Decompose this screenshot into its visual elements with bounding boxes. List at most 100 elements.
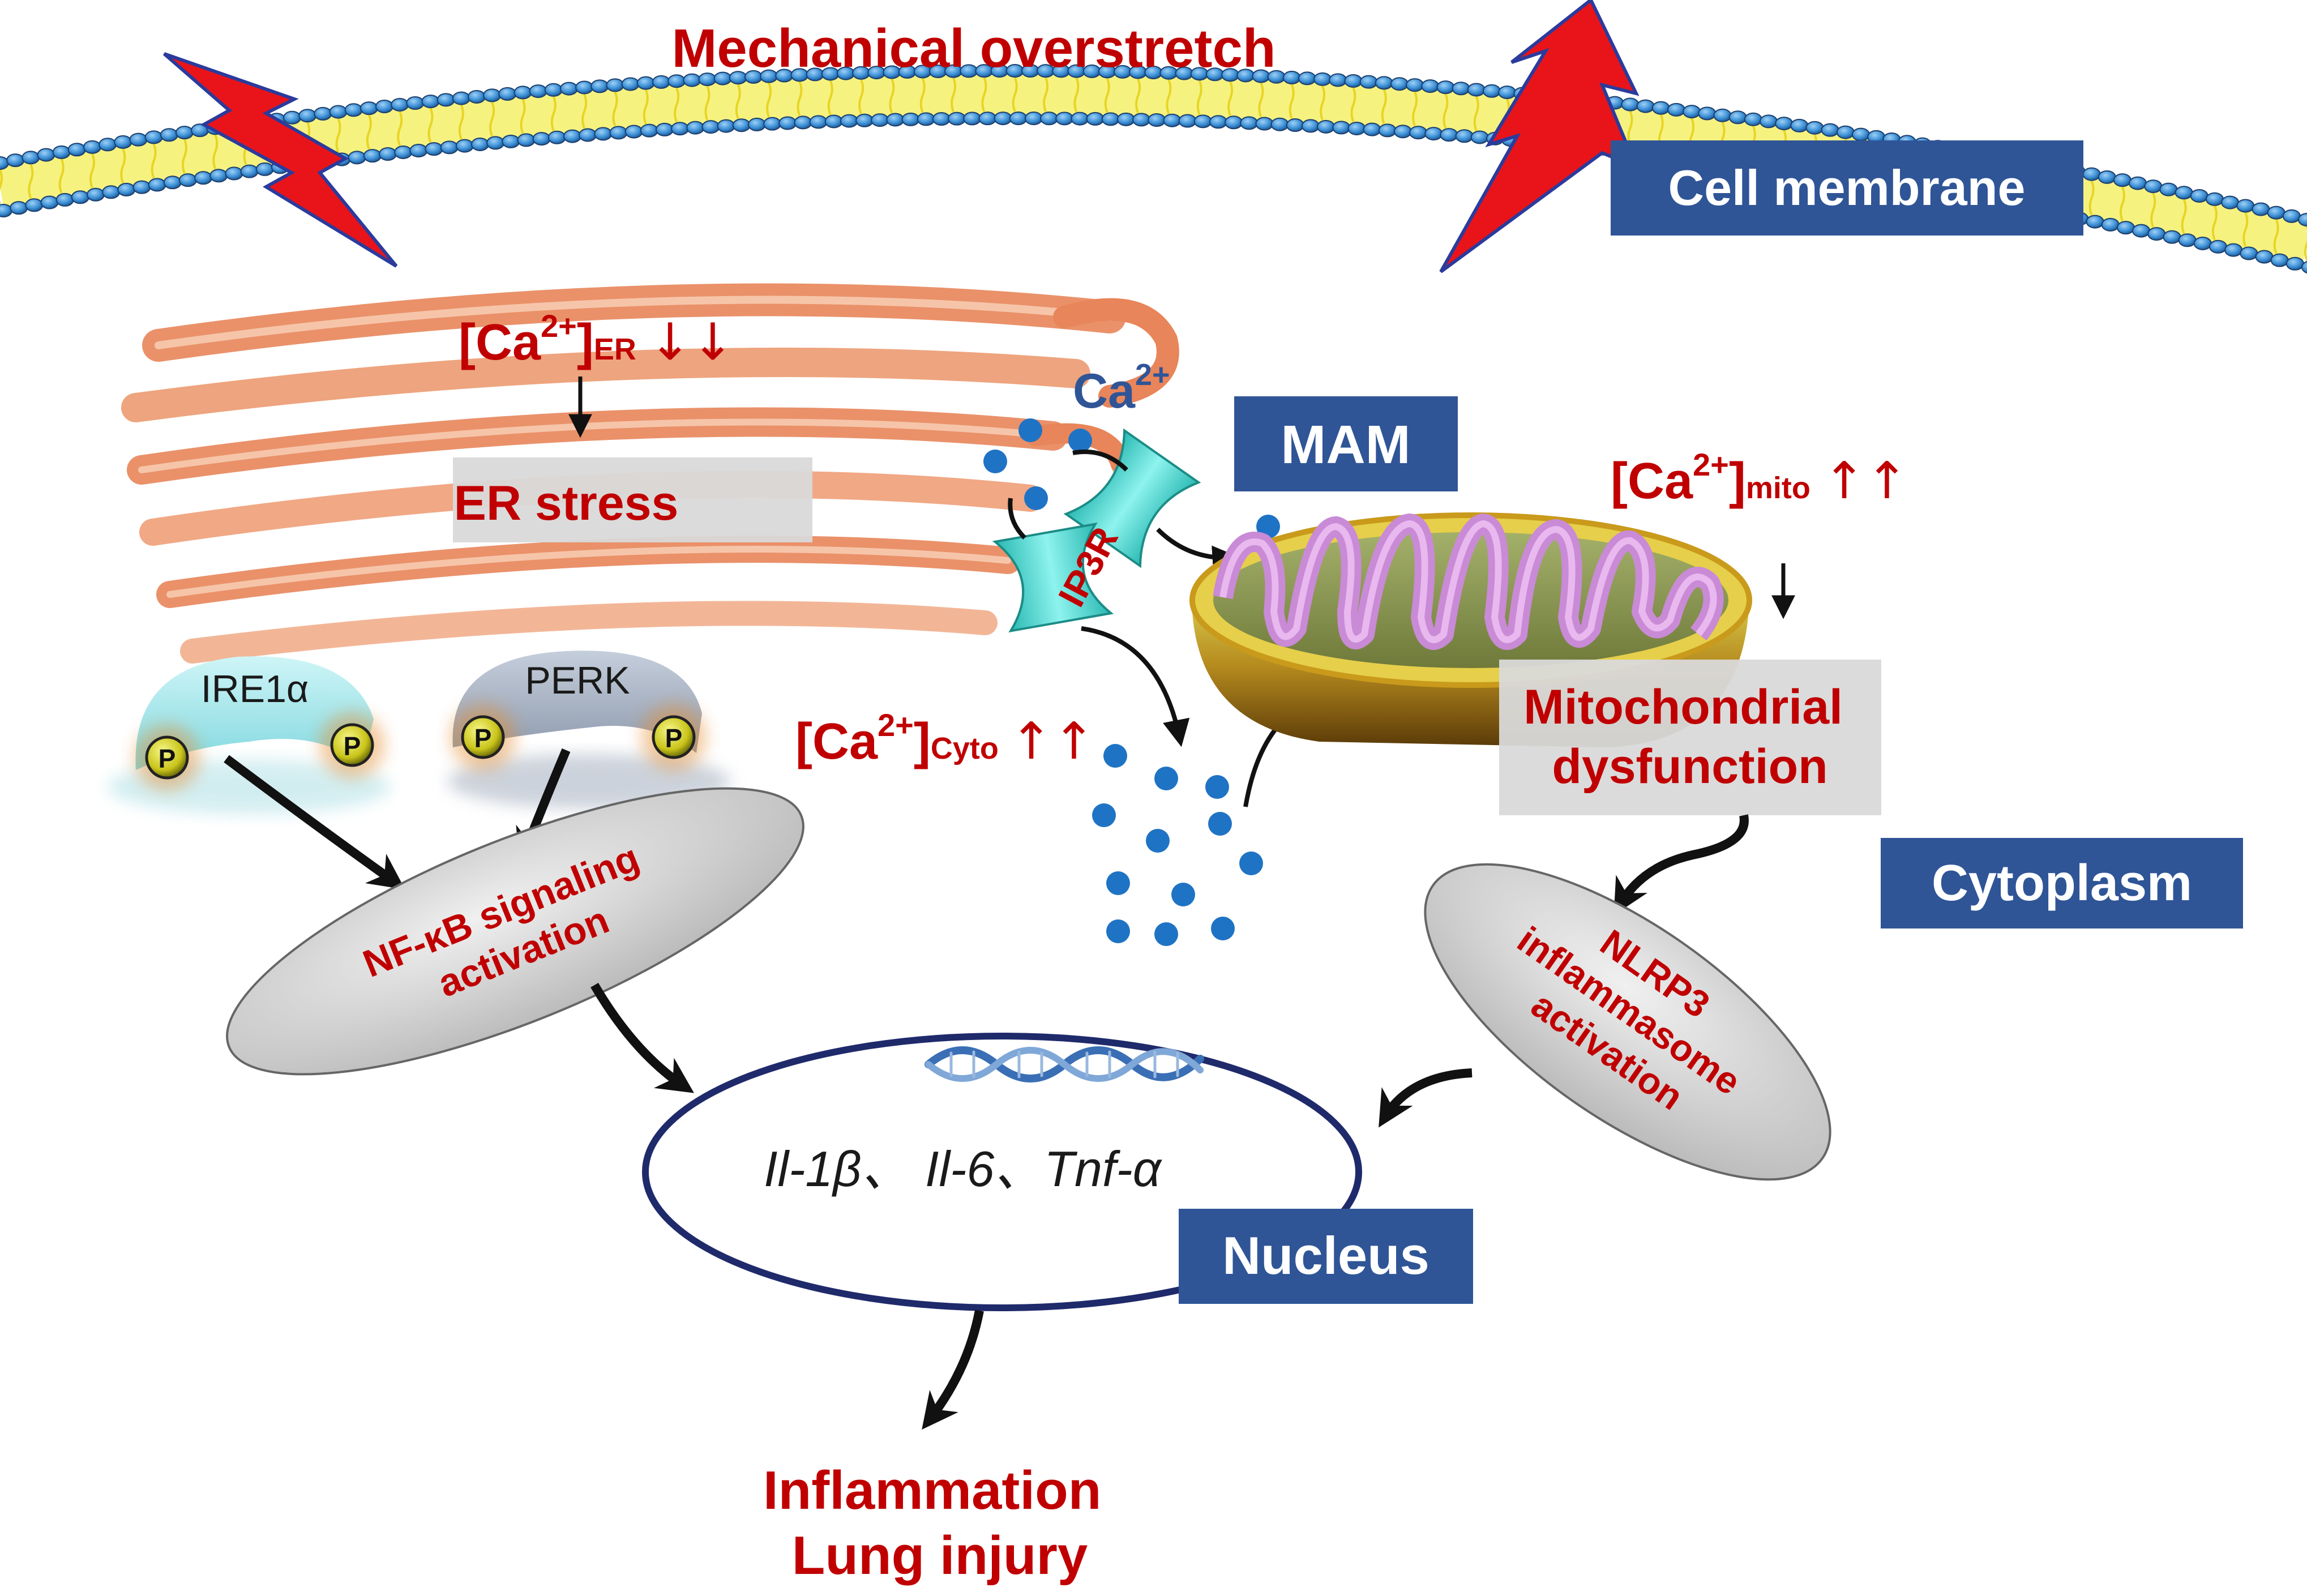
membrane-bead bbox=[732, 118, 751, 132]
membrane-bead bbox=[71, 190, 89, 204]
membrane-bead bbox=[1086, 112, 1105, 126]
membrane-bead bbox=[1359, 75, 1378, 89]
ca-cyto-charge: 2+ bbox=[878, 707, 914, 743]
lipid-tail bbox=[1381, 89, 1387, 125]
cytoplasm-label: Cytoplasm bbox=[1932, 855, 2192, 912]
membrane-bead bbox=[2163, 230, 2181, 244]
membrane-bead bbox=[55, 192, 74, 207]
membrane-bead bbox=[1317, 119, 1336, 134]
membrane-bead bbox=[655, 122, 674, 136]
membrane-bead bbox=[67, 143, 86, 157]
membrane-bead bbox=[86, 187, 105, 202]
ca-ion-label: Ca2+ bbox=[1073, 358, 1170, 418]
lipid-tail bbox=[827, 80, 833, 115]
membrane-bead bbox=[375, 100, 394, 113]
membrane-bead bbox=[240, 164, 259, 178]
membrane-bead bbox=[1313, 72, 1332, 86]
outcome-line2: Lung injury bbox=[792, 1525, 1088, 1586]
lipid-tail bbox=[520, 99, 526, 134]
lipid-tail bbox=[1473, 96, 1479, 131]
membrane-bead bbox=[532, 132, 551, 146]
ca-er-sub: ER bbox=[594, 332, 636, 366]
svg-text:Mitochondrial dysfunction: Mitochondrial dysfunction bbox=[1523, 680, 1856, 794]
membrane-bead bbox=[2190, 189, 2208, 203]
membrane-bead bbox=[1282, 71, 1301, 85]
arrow-er-to-ip3r bbox=[1072, 450, 1128, 472]
membrane-bead bbox=[2086, 215, 2104, 229]
membrane-bead bbox=[2298, 213, 2307, 226]
membrane-bead bbox=[1363, 122, 1381, 136]
membrane-bead bbox=[1393, 125, 1412, 139]
lipid-tail bbox=[1412, 91, 1418, 126]
lipid-tail bbox=[335, 118, 341, 153]
mito-dysfunction-line1: Mitochondrial bbox=[1523, 680, 1843, 734]
membrane-bead bbox=[1071, 112, 1089, 126]
ca-ion-text: Ca bbox=[1073, 364, 1136, 418]
membrane-bead bbox=[1193, 114, 1212, 129]
membrane-bead bbox=[1836, 125, 1855, 139]
membrane-bead bbox=[1790, 118, 1809, 132]
er-stress-label: ER stress bbox=[454, 476, 679, 530]
lipid-tail bbox=[674, 87, 680, 122]
lipid-tail bbox=[28, 164, 34, 199]
ca-er-charge: 2+ bbox=[541, 308, 577, 344]
membrane-bead bbox=[1163, 113, 1182, 127]
membrane-bead bbox=[421, 95, 440, 109]
lipid-tail bbox=[2150, 192, 2156, 228]
membrane-bead bbox=[391, 97, 409, 112]
membrane-bead bbox=[6, 153, 25, 168]
lipid-tail bbox=[1443, 93, 1449, 129]
membrane-bead bbox=[406, 96, 425, 110]
membrane-bead bbox=[840, 114, 858, 128]
lipid-tail bbox=[89, 153, 95, 189]
calcium-ion-dot bbox=[1146, 829, 1170, 853]
membrane-bead bbox=[1116, 112, 1135, 126]
nucleus-label-box bbox=[1179, 1209, 1473, 1304]
membrane-bead bbox=[83, 140, 101, 154]
calcium-ion-dot bbox=[1205, 775, 1229, 799]
membrane-bead bbox=[1852, 127, 1871, 142]
membrane-bead bbox=[513, 85, 532, 100]
membrane-bead bbox=[671, 122, 690, 136]
membrane-bead bbox=[559, 82, 578, 96]
cell-membrane-label-box bbox=[1611, 140, 2083, 236]
membrane-bead bbox=[225, 166, 243, 181]
ca-cyto-arrows: ↑↑ bbox=[1010, 712, 1095, 771]
arrow-dysfunction-to-nlrp3 bbox=[1613, 814, 1749, 915]
membrane-bead bbox=[1344, 74, 1363, 88]
membrane-bead bbox=[1148, 113, 1166, 127]
membrane-bead bbox=[978, 112, 997, 126]
membrane-bead bbox=[575, 80, 594, 95]
membrane-bead bbox=[1636, 99, 1655, 113]
ca-cyto-sub: Cyto bbox=[931, 731, 999, 765]
membrane-bead bbox=[486, 136, 505, 150]
lipid-tail bbox=[735, 84, 741, 119]
membrane-bead bbox=[2270, 253, 2289, 267]
membrane-bead bbox=[1329, 73, 1347, 87]
membrane-bead bbox=[2147, 227, 2166, 241]
membrane-bead bbox=[1378, 123, 1397, 138]
membrane-bead bbox=[1452, 82, 1470, 96]
membrane-bead bbox=[40, 195, 59, 209]
membrane-bead bbox=[455, 139, 474, 153]
lipid-tail bbox=[1258, 82, 1264, 118]
membrane-bead bbox=[2129, 176, 2147, 190]
lipid-tail bbox=[2119, 186, 2125, 221]
membrane-bead bbox=[348, 151, 366, 165]
membrane-bead bbox=[871, 113, 889, 127]
calcium-ion-dot bbox=[1239, 852, 1263, 875]
membrane-bead bbox=[436, 93, 455, 107]
arrow-nlrp3-to-nucleus bbox=[1379, 1068, 1473, 1128]
membrane-bead bbox=[344, 103, 363, 117]
phospho-label: P bbox=[474, 724, 492, 753]
lipid-tail bbox=[397, 111, 403, 146]
membrane-bead bbox=[283, 110, 302, 125]
membrane-bead bbox=[10, 201, 28, 215]
arrow-ip3r-to-mito bbox=[1156, 528, 1240, 573]
membrane-bead bbox=[1482, 84, 1501, 98]
membrane-bead bbox=[1178, 114, 1197, 128]
membrane-bead bbox=[2116, 221, 2135, 235]
nlrp3-activation-node: NLRP3 inflammasome activation bbox=[1424, 863, 1831, 1181]
membrane-bead bbox=[2240, 246, 2258, 260]
membrane-bead bbox=[1240, 116, 1259, 130]
